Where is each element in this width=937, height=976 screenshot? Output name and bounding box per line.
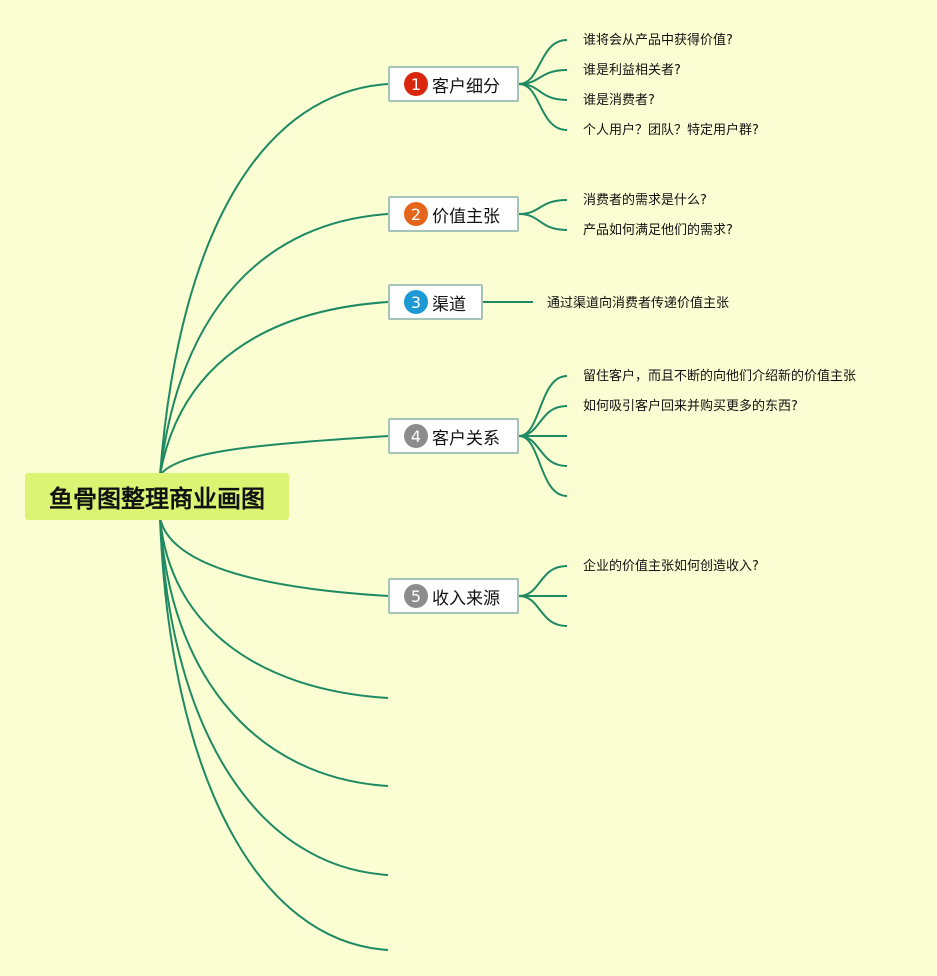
priority-3-icon: 3 xyxy=(404,290,428,314)
topic-value-proposition[interactable]: 2 价值主张 xyxy=(388,196,519,232)
topic-label: 客户细分 xyxy=(432,76,500,97)
subtopic-item[interactable]: 留住客户，而且不断的向他们介绍新的价值主张 xyxy=(583,369,857,384)
sub-branch-line xyxy=(518,435,568,467)
sub-branch-line xyxy=(518,375,568,437)
topic-customer-segments[interactable]: 1 客户细分 xyxy=(388,66,519,102)
topic-label: 客户关系 xyxy=(432,428,500,449)
topic-label: 价值主张 xyxy=(432,206,500,227)
sub-branch-line xyxy=(518,39,568,85)
topic-channels[interactable]: 3 渠道 xyxy=(388,284,483,320)
sub-branch-line xyxy=(518,565,568,597)
subtopic-item[interactable]: 个人用户？团队？特定用户群? xyxy=(583,123,759,138)
branch-line xyxy=(159,301,389,476)
branch-line xyxy=(159,517,389,951)
subtopic-item[interactable]: 谁将会从产品中获得价值? xyxy=(583,33,733,48)
priority-1-icon: 1 xyxy=(404,72,428,96)
branch-line xyxy=(159,517,389,876)
subtopic-item[interactable]: 谁是利益相关者? xyxy=(583,63,681,78)
sub-branch-line xyxy=(518,595,568,627)
branch-line xyxy=(159,213,389,476)
priority-2-icon: 2 xyxy=(404,202,428,226)
branch-line xyxy=(159,517,389,597)
topic-customer-relationships[interactable]: 4 客户关系 xyxy=(388,418,519,454)
sub-branch-line xyxy=(518,405,568,437)
central-topic[interactable]: 鱼骨图整理商业画图 xyxy=(25,473,289,520)
sub-branch-line xyxy=(518,83,568,131)
central-topic-label: 鱼骨图整理商业画图 xyxy=(49,485,265,513)
subtopic-item[interactable]: 谁是消费者? xyxy=(583,93,655,108)
sub-branch-line xyxy=(518,435,568,497)
sub-branch-line xyxy=(518,199,568,215)
subtopic-item[interactable]: 企业的价值主张如何创造收入? xyxy=(583,559,759,574)
subtopic-item[interactable]: 通过渠道向消费者传递价值主张 xyxy=(547,296,730,311)
priority-5-icon: 5 xyxy=(404,584,428,608)
branch-line xyxy=(159,517,389,699)
topic-revenue-streams[interactable]: 5 收入来源 xyxy=(388,578,519,614)
branch-line xyxy=(159,435,389,476)
sub-branch-line xyxy=(518,213,568,231)
branch-line xyxy=(159,517,389,787)
branch-line xyxy=(159,83,389,476)
subtopic-item[interactable]: 消费者的需求是什么? xyxy=(583,193,707,208)
topic-label: 收入来源 xyxy=(432,588,500,609)
subtopic-item[interactable]: 产品如何满足他们的需求? xyxy=(583,223,733,238)
priority-4-icon: 4 xyxy=(404,424,428,448)
topic-label: 渠道 xyxy=(432,294,466,315)
subtopic-item[interactable]: 如何吸引客户回来并购买更多的东西? xyxy=(583,399,798,414)
